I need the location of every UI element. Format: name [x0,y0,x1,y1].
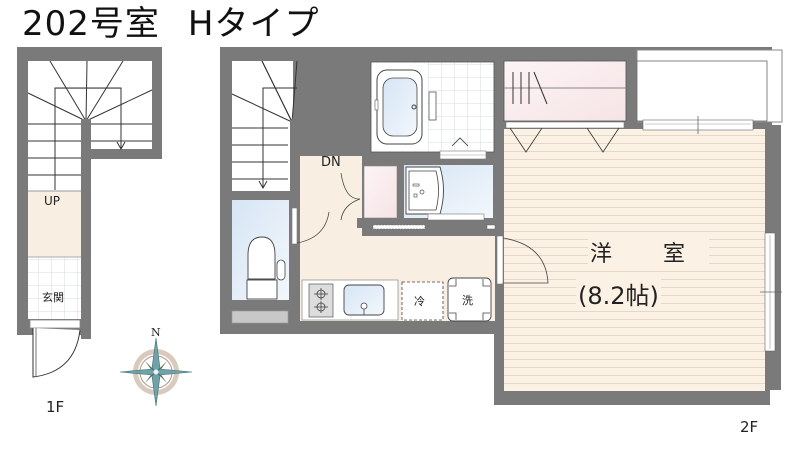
entrance-label: 玄関 [42,291,64,304]
second-floor-label: 2F [740,418,759,436]
main-room-size: (8.2帖) [576,276,661,311]
stairs-up-label: UP [44,194,61,208]
washer-label: 洗 [462,294,473,307]
second-floor-plan [220,47,783,405]
stairs-down-label: DN [321,155,341,170]
unit-type: Hタイプ [187,4,320,44]
page-title: 202号室 Hタイプ [22,4,319,44]
unit-number: 202号室 [22,4,160,44]
compass-icon [119,337,193,407]
first-floor-label: 1F [46,398,65,416]
first-floor-plan [17,47,162,378]
compass-north-label: N [151,326,161,339]
main-room-name: 洋 室 [588,236,709,268]
fridge-label: 冷 [414,295,425,308]
